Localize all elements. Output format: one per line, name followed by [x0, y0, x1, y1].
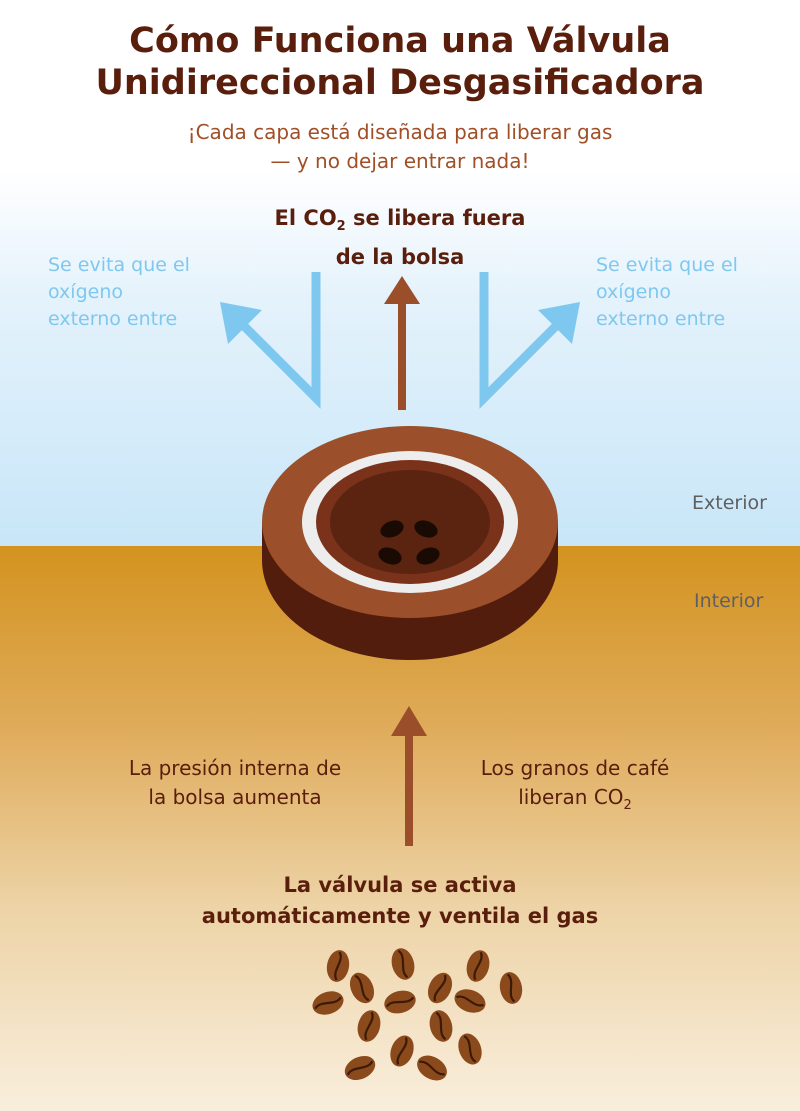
- oxygen-label-line-3: externo entre: [596, 308, 726, 330]
- co2-label-text: El CO: [274, 206, 337, 230]
- coffee-bean-icon: [353, 1006, 385, 1046]
- page-title: Cómo Funciona una Válvula Unidireccional…: [0, 20, 800, 104]
- subtitle-line-2: — y no dejar entrar nada!: [270, 149, 530, 173]
- pressure-label-line-2: la bolsa aumenta: [148, 785, 322, 809]
- coffee-bean-icon: [496, 969, 526, 1007]
- oxygen-label-line-1: Se evita que el: [596, 254, 738, 276]
- coffee-bean-icon: [339, 1050, 381, 1086]
- pressure-label-line-1: La presión interna de: [128, 756, 342, 780]
- exterior-label: Exterior: [692, 492, 767, 514]
- oxygen-label-line-3: externo entre: [48, 308, 178, 330]
- oxygen-arrowhead-right-icon: [538, 302, 580, 344]
- coffee-bean-icon: [323, 947, 353, 985]
- oxygen-label-right: Se evita que el oxígeno externo entre: [596, 252, 796, 333]
- co2-release-arrow-shaft: [398, 300, 406, 410]
- coffee-bean-icon: [462, 946, 494, 986]
- coffee-bean-icon: [387, 944, 419, 984]
- degassing-valve-icon: [262, 426, 558, 660]
- co2-release-arrowhead-icon: [384, 276, 420, 304]
- co2-label-text-end: se libera fuera: [345, 206, 526, 230]
- oxygen-arrowhead-left-icon: [220, 302, 262, 344]
- valve-activation-label: La válvula se activa automáticamente y v…: [150, 870, 650, 932]
- oxygen-blocked-arrow-right: [479, 272, 568, 409]
- coffee-bean-icon: [422, 967, 458, 1009]
- co2-release-label: El CO2 se libera fuera de la bolsa: [240, 203, 560, 272]
- beans-label-line-2: liberan CO: [518, 785, 624, 809]
- co2-subscript: 2: [336, 219, 346, 235]
- title-line-2: Unidireccional Desgasificadora: [95, 63, 705, 103]
- oxygen-label-line-2: oxígeno: [596, 281, 671, 303]
- oxygen-blocked-arrow-left: [232, 272, 321, 409]
- pressure-arrow-shaft: [405, 732, 413, 846]
- pressure-arrowhead-icon: [391, 706, 427, 736]
- title-line-1: Cómo Funciona una Válvula: [129, 21, 671, 61]
- coffee-bean-icon: [380, 986, 420, 1018]
- oxygen-label-line-1: Se evita que el: [48, 254, 190, 276]
- coffee-bean-icon: [385, 1031, 419, 1071]
- beans-label: Los granos de café liberan CO2: [435, 754, 715, 820]
- valve-label-line-2: automáticamente y ventila el gas: [201, 904, 599, 928]
- coffee-bean-icon: [308, 986, 348, 1020]
- valve-label-line-1: La válvula se activa: [283, 873, 517, 897]
- co2-label-line-2: de la bolsa: [335, 245, 465, 270]
- pressure-label: La presión interna de la bolsa aumenta: [90, 754, 380, 812]
- coffee-bean-icon: [344, 967, 380, 1009]
- coffee-bean-icon: [411, 1049, 453, 1087]
- oxygen-label-left: Se evita que el oxígeno externo entre: [48, 252, 248, 333]
- oxygen-label-line-2: oxígeno: [48, 281, 123, 303]
- coffee-bean-icon: [450, 984, 490, 1018]
- coffee-bean-icon: [453, 1029, 487, 1069]
- page-subtitle: ¡Cada capa está diseñada para liberar ga…: [0, 118, 800, 176]
- coffee-beans-group: [308, 944, 526, 1087]
- coffee-bean-icon: [425, 1006, 457, 1046]
- beans-label-subscript: 2: [623, 798, 632, 813]
- interior-label: Interior: [694, 590, 764, 612]
- subtitle-line-1: ¡Cada capa está diseñada para liberar ga…: [187, 120, 613, 144]
- beans-label-line-1: Los granos de café: [480, 756, 670, 780]
